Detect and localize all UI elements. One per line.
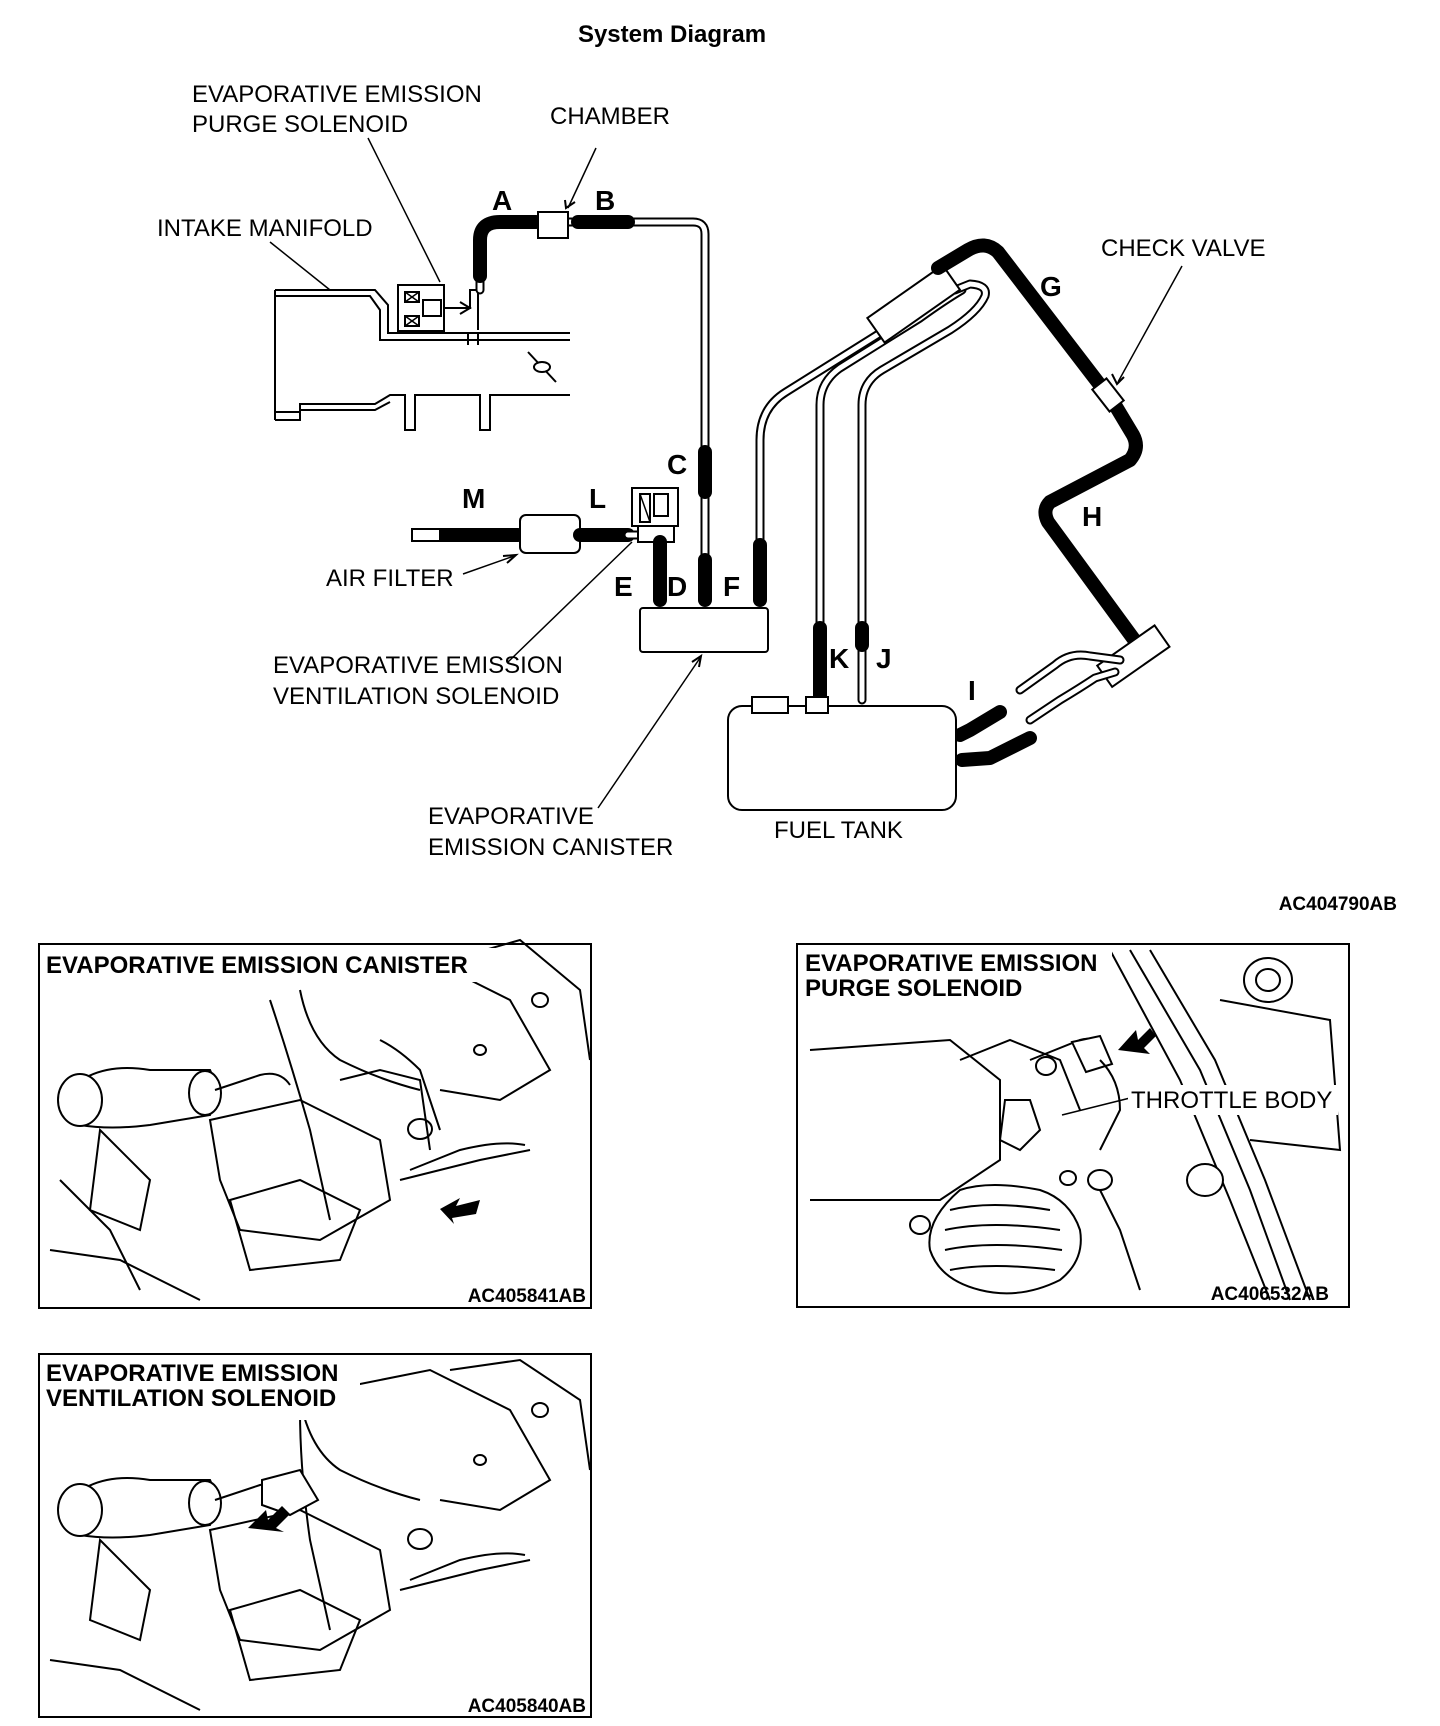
photo-ventilation-title-2: VENTILATION SOLENOID (46, 1385, 336, 1412)
hose-letter-k: K (829, 643, 849, 674)
photo-ventilation-ref: AC405840AB (468, 1696, 586, 1717)
fuel-tank (727, 690, 957, 811)
vent-line (411, 514, 645, 554)
intake-manifold (274, 289, 570, 431)
g-h-line (931, 238, 1171, 767)
hose-letter-j: J (876, 643, 892, 674)
leader-lines (269, 137, 1183, 809)
ventilation-solenoid-label-2: VENTILATION SOLENOID (273, 683, 559, 710)
hose-letter-i: I (968, 675, 976, 706)
hose-letter-a: A (492, 185, 512, 216)
diagram-title: System Diagram (578, 21, 766, 48)
hose-letter-d: D (667, 571, 687, 602)
hose-letter-e: E (614, 571, 633, 602)
purge-engine-sketch (809, 949, 1342, 1301)
purge-arrow-icon (1118, 1028, 1156, 1054)
photo-purge-ref: AC406532AB (1211, 1284, 1329, 1305)
diagram-ref: AC404790AB (1279, 894, 1397, 915)
canister-label-2: EMISSION CANISTER (428, 834, 673, 861)
fuel-tank-label: FUEL TANK (774, 817, 903, 844)
hose-letters: A B C D E F G H I J K L M (462, 185, 1102, 706)
hose-letter-g: G (1040, 271, 1062, 302)
photo-purge-solenoid: EVAPORATIVE EMISSION PURGE SOLENOID THRO… (796, 943, 1350, 1308)
purge-solenoid-label-2: PURGE SOLENOID (192, 111, 408, 138)
photo-ventilation-title-1: EVAPORATIVE EMISSION (46, 1360, 339, 1387)
hose-letter-f: F (723, 571, 740, 602)
canister-arrow-icon (440, 1198, 480, 1224)
check-valve-label: CHECK VALVE (1101, 235, 1266, 262)
photo-purge-title-1: EVAPORATIVE EMISSION (805, 950, 1098, 977)
chamber-label: CHAMBER (550, 103, 670, 130)
intake-manifold-label: INTAKE MANIFOLD (157, 215, 373, 242)
photo-canister-ref: AC405841AB (468, 1286, 586, 1307)
callouts: EVAPORATIVE EMISSION PURGE SOLENOID CHAM… (157, 81, 1266, 861)
ventilation-solenoid-label-1: EVAPORATIVE EMISSION (273, 652, 563, 679)
canister (639, 325, 890, 653)
vapor-tubes (813, 263, 990, 705)
hose-letter-m: M (462, 483, 485, 514)
ventilation-arrow-icon (248, 1506, 290, 1532)
air-filter-label: AIR FILTER (326, 565, 454, 592)
purge-line-tubes (473, 211, 712, 607)
photo-purge-title-2: PURGE SOLENOID (805, 975, 1022, 1002)
photo-canister-title: EVAPORATIVE EMISSION CANISTER (46, 952, 468, 979)
hose-letter-c: C (667, 449, 687, 480)
canister-label-1: EVAPORATIVE (428, 803, 594, 830)
hose-letter-l: L (589, 483, 606, 514)
hose-letter-h: H (1082, 501, 1102, 532)
photo-canister: EVAPORATIVE EMISSION CANISTER AC405841AB (38, 938, 592, 1309)
photo-ventilation-solenoid: EVAPORATIVE EMISSION VENTILATION SOLENOI… (38, 1353, 592, 1718)
purge-solenoid (397, 284, 479, 332)
hose-letter-b: B (595, 185, 615, 216)
ventilation-solenoid (631, 487, 679, 543)
purge-solenoid-label-1: EVAPORATIVE EMISSION (192, 81, 482, 108)
throttle-body-label: THROTTLE BODY (1131, 1087, 1332, 1114)
ventilation-engine-sketch (49, 1358, 591, 1711)
